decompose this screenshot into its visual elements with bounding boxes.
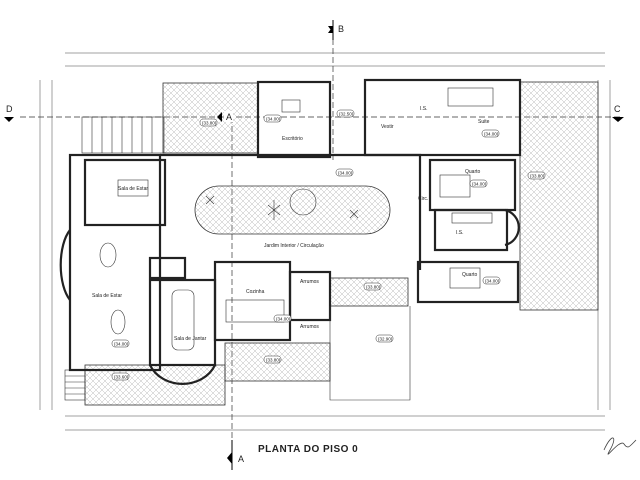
level-exterior: (32.90) bbox=[378, 337, 393, 342]
level-quarto-1: (34.00) bbox=[472, 182, 487, 187]
svg-text:B: B bbox=[338, 24, 344, 34]
room-label-cozinha: Cozinha bbox=[246, 289, 265, 295]
section-mark-b: B bbox=[328, 24, 344, 34]
section-mark-c: C bbox=[612, 104, 624, 122]
room-label-vestir: Vestir bbox=[381, 124, 394, 130]
room-label-quarto-2: Quarto bbox=[462, 272, 478, 278]
room-label-escritorio: Escritório bbox=[282, 136, 303, 142]
level-quarto-2: (34.00) bbox=[485, 279, 500, 284]
room-label-arrumos-2: Arrumos bbox=[300, 324, 319, 330]
room-label-sala-jantar: Sala de Jantar bbox=[174, 336, 207, 342]
room-label-quarto-1: Quarto bbox=[465, 169, 481, 175]
room-label-jardim: Jardim Interior / Circulação bbox=[264, 243, 324, 249]
level-jardim: (34.00) bbox=[338, 171, 353, 176]
svg-text:A: A bbox=[226, 112, 232, 122]
section-mark-a-bottom: A bbox=[227, 452, 244, 464]
dimension-lines bbox=[39, 52, 611, 431]
room-label-suite: Suite bbox=[478, 119, 490, 125]
level-terrace-mid: (33.80) bbox=[366, 285, 381, 290]
level-terrace-right: (33.80) bbox=[530, 174, 545, 179]
level-sala: (34.00) bbox=[114, 342, 129, 347]
level-terrace-bottom: (33.60) bbox=[114, 375, 129, 380]
room-label-is-2: I.S. bbox=[456, 230, 464, 236]
svg-text:C: C bbox=[614, 104, 621, 114]
room-label-is-suite: I.S. bbox=[420, 106, 428, 112]
svg-text:A: A bbox=[238, 454, 244, 464]
section-mark-d: D bbox=[4, 104, 14, 122]
level-stair: (32.50) bbox=[339, 112, 354, 117]
section-mark-a-top: A bbox=[217, 111, 233, 122]
terraces bbox=[84, 81, 599, 406]
level-escritorio: (34.00) bbox=[266, 117, 281, 122]
level-terrace-top: (33.80) bbox=[202, 121, 217, 126]
signature-icon bbox=[603, 437, 637, 455]
furniture bbox=[99, 87, 494, 351]
room-label-sala-estar-top: Sala de Estar bbox=[118, 186, 148, 192]
drawing-title: PLANTA DO PISO 0 bbox=[258, 444, 358, 455]
interior-garden bbox=[194, 185, 391, 235]
level-suite: (34.00) bbox=[484, 132, 499, 137]
level-cozinha: (34.00) bbox=[276, 317, 291, 322]
room-label-arrumos-1: Arrumos bbox=[300, 279, 319, 285]
level-terrace-kitchen: (33.80) bbox=[266, 358, 281, 363]
room-label-sala-estar: Sala de Estar bbox=[92, 293, 122, 299]
room-label-circ: Circ. bbox=[418, 196, 428, 202]
svg-text:D: D bbox=[6, 104, 13, 114]
walls bbox=[59, 78, 522, 401]
